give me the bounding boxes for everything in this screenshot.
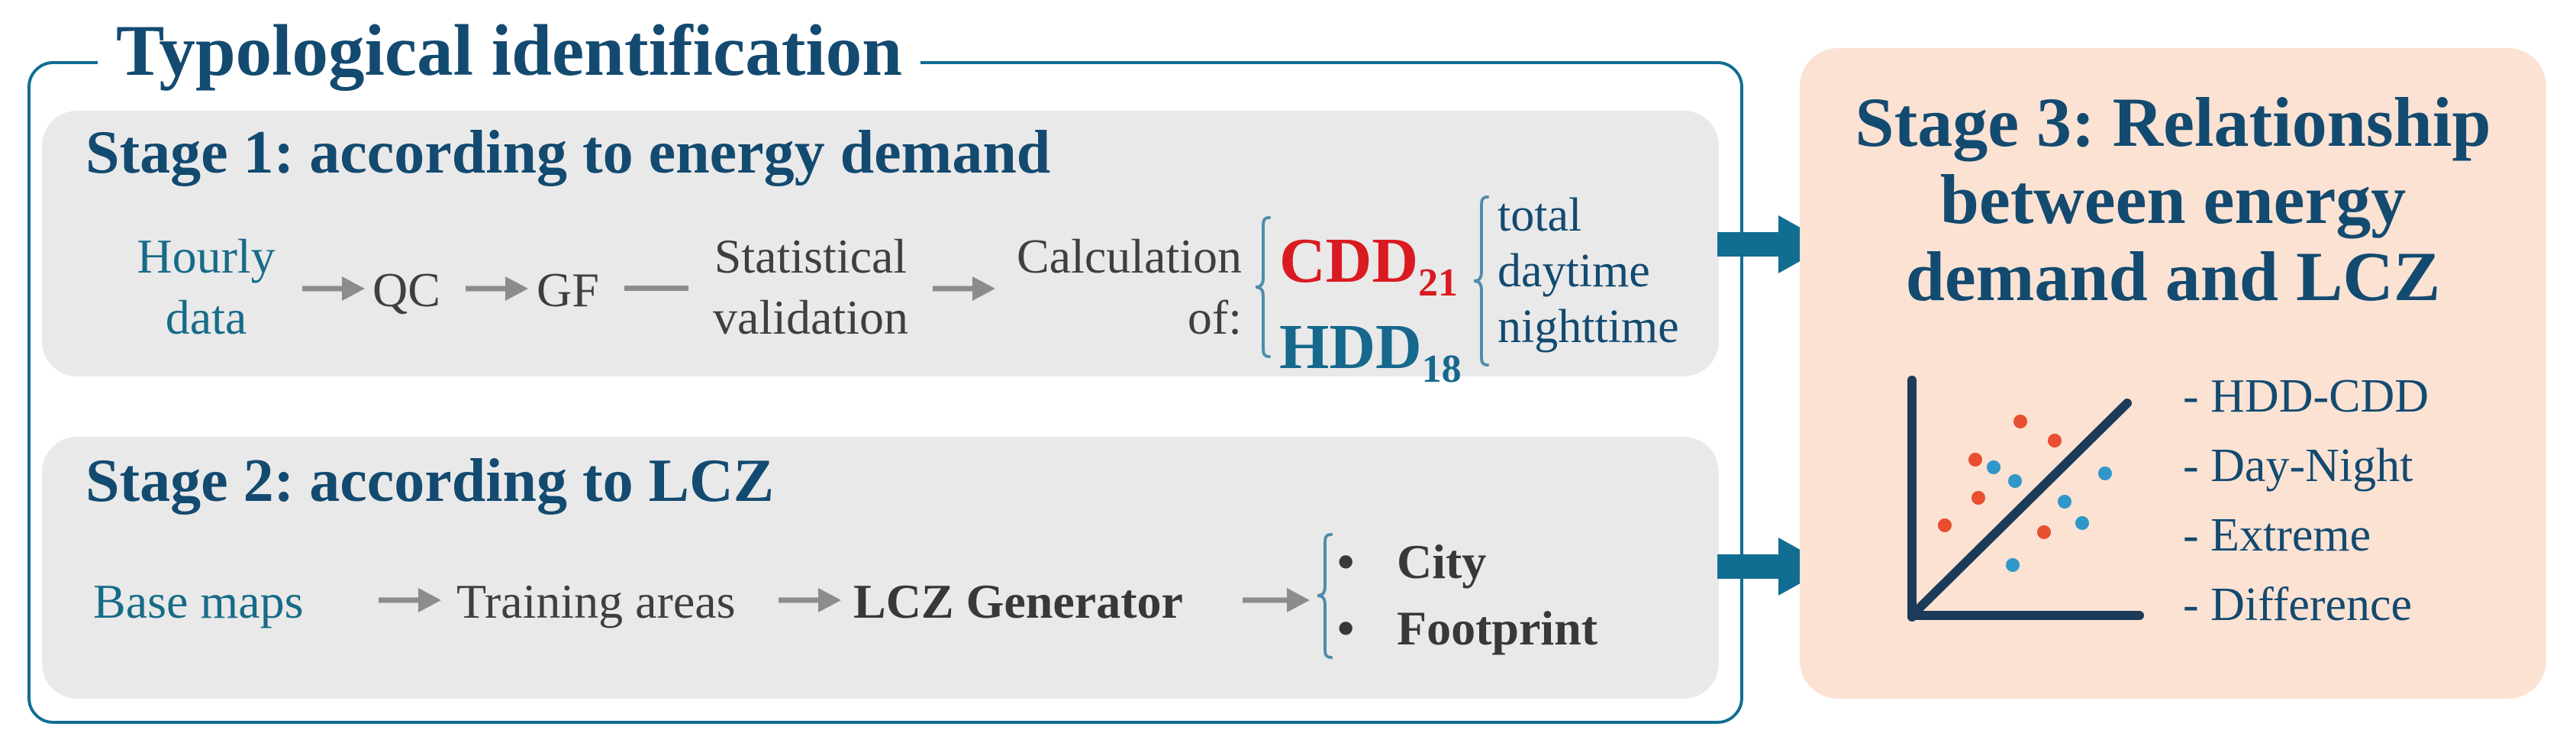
arrow-right-icon bbox=[1243, 588, 1310, 612]
arrow-right-icon bbox=[933, 276, 995, 301]
dash-icon: - bbox=[2183, 370, 2199, 422]
output-footprint: • Footprint bbox=[1337, 595, 1598, 661]
list-item-extreme-label: Extreme bbox=[2210, 509, 2371, 561]
output-footprint-label: Footprint bbox=[1397, 601, 1598, 655]
hdd-base: HDD bbox=[1279, 311, 1422, 383]
stage1-node-statistical-validation: Statistical validation bbox=[688, 226, 933, 348]
stage3-box bbox=[1800, 48, 2546, 699]
stage3-title: Stage 3: Relationship between energy dem… bbox=[1800, 84, 2546, 315]
stage3-title-line1: Stage 3: Relationship bbox=[1855, 83, 2491, 161]
hourly-line1: Hourly bbox=[137, 229, 276, 283]
stage1-scope-list: total daytime nighttime bbox=[1498, 188, 1679, 355]
arrow-right-icon bbox=[779, 588, 841, 612]
list-item-day-night: - Day-Night bbox=[2183, 431, 2429, 501]
hdd-subscript: 18 bbox=[1421, 347, 1462, 391]
stage2-node-training-areas: Training areas bbox=[456, 574, 736, 628]
dash-icon: - bbox=[2183, 440, 2199, 492]
brace-icon bbox=[1317, 533, 1333, 659]
cdd-base: CDD bbox=[1279, 225, 1418, 296]
stat-line1: Statistical bbox=[714, 229, 908, 283]
scope-nighttime: nighttime bbox=[1498, 301, 1679, 353]
list-item-hdd-cdd: - HDD-CDD bbox=[2183, 362, 2429, 431]
arrow-right-icon bbox=[302, 276, 365, 301]
list-item-extreme: - Extreme bbox=[2183, 501, 2429, 570]
list-item-hdd-cdd-label: HDD-CDD bbox=[2210, 370, 2429, 422]
scope-total: total bbox=[1498, 189, 1582, 241]
arrow-right-icon bbox=[466, 276, 528, 301]
stage2-node-lcz-generator: LCZ Generator bbox=[853, 574, 1183, 628]
stage2-box bbox=[42, 437, 1719, 699]
calc-line1: Calculation bbox=[1016, 229, 1242, 283]
stage2-heading: Stage 2: according to LCZ bbox=[85, 447, 775, 515]
output-city: • City bbox=[1337, 528, 1598, 595]
arrow-right-icon bbox=[379, 588, 441, 612]
bullet-icon: • bbox=[1337, 601, 1355, 655]
hourly-line2: data bbox=[165, 290, 247, 344]
cdd-value: CDD21 bbox=[1279, 229, 1462, 315]
list-item-day-night-label: Day-Night bbox=[2210, 440, 2413, 492]
stage1-node-hourly-data: Hourly data bbox=[114, 226, 298, 348]
stage3-title-line3: demand and LCZ bbox=[1905, 237, 2441, 315]
cdd-subscript: 21 bbox=[1418, 260, 1458, 305]
stat-line2: validation bbox=[713, 290, 908, 344]
list-item-difference-label: Difference bbox=[2210, 579, 2413, 631]
frame-title: Typological identification bbox=[98, 11, 921, 91]
scatter-plot-icon bbox=[1907, 376, 2144, 622]
output-city-label: City bbox=[1397, 534, 1487, 589]
dash-connector-icon bbox=[624, 286, 688, 291]
calc-line2: of: bbox=[1187, 290, 1242, 344]
list-item-difference: - Difference bbox=[2183, 570, 2429, 640]
stage3-analysis-list: - HDD-CDD - Day-Night - Extreme - Differ… bbox=[2183, 362, 2429, 640]
brace-icon bbox=[1473, 195, 1489, 367]
stage1-heading: Stage 1: according to energy demand bbox=[85, 119, 1051, 186]
stage1-dd-column: CDD21 HDD18 bbox=[1279, 229, 1462, 402]
dash-icon: - bbox=[2183, 509, 2199, 561]
bullet-icon: • bbox=[1337, 534, 1355, 589]
hdd-value: HDD18 bbox=[1279, 315, 1462, 402]
stage1-node-qc: QC bbox=[372, 263, 440, 317]
brace-icon bbox=[1255, 216, 1271, 358]
stage1-node-calculation-of: Calculation of: bbox=[1004, 226, 1242, 348]
scope-daytime: daytime bbox=[1498, 245, 1650, 297]
dash-icon: - bbox=[2183, 579, 2199, 631]
stage1-box bbox=[42, 111, 1719, 376]
stage2-output-list: • City • Footprint bbox=[1337, 528, 1598, 661]
stage3-title-line2: between energy bbox=[1939, 160, 2407, 238]
stage2-node-base-maps: Base maps bbox=[93, 574, 304, 628]
stage1-node-gf: GF bbox=[537, 263, 599, 317]
